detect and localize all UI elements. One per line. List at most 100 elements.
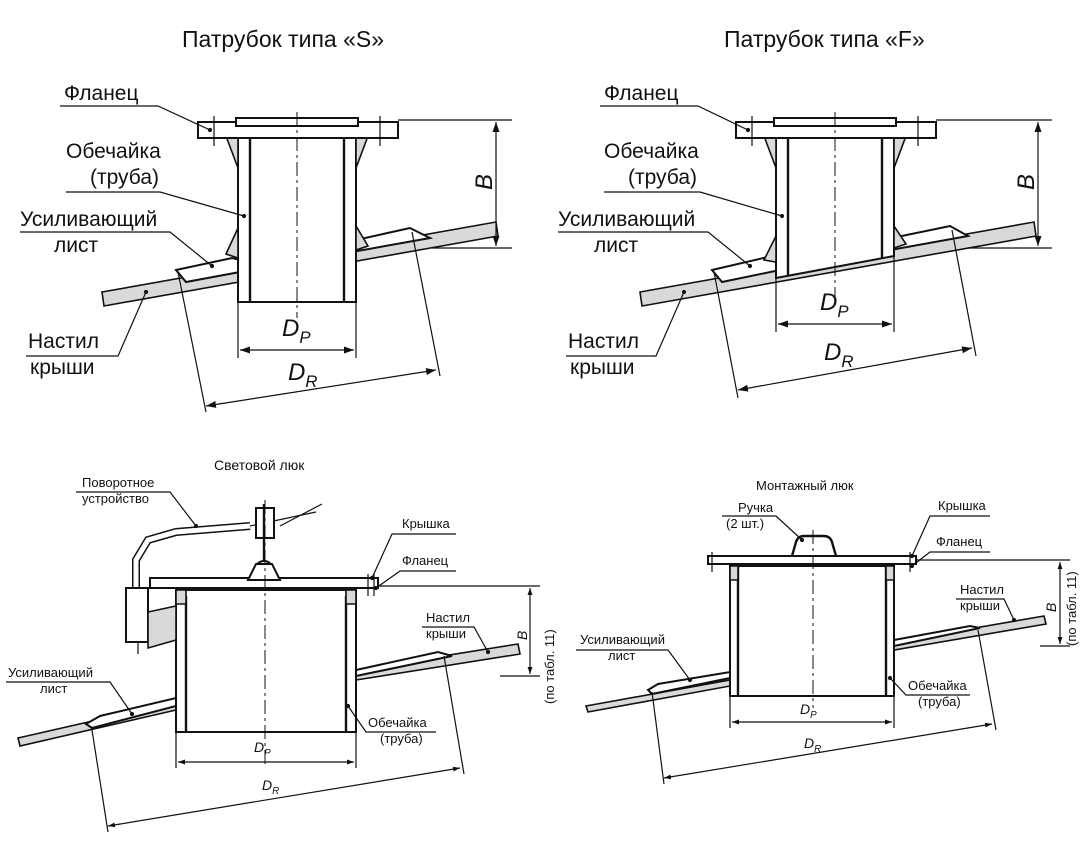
diagram-f-dim-dr: DR <box>713 229 977 399</box>
diagram-f-flange-label: Фланец <box>604 82 679 105</box>
light-hatch-callout-rotator: Поворотное устройство <box>76 475 199 529</box>
light-hatch-rotator <box>125 503 323 654</box>
diagram-mount-hatch: Монтажный люк B (по табл. 11) <box>576 478 1079 785</box>
diagram-f-dim-dr-label: D <box>824 339 841 366</box>
mount-hatch-callout-handle: Ручка (2 шт.) <box>722 500 805 543</box>
light-hatch-shell-label-2: (труба) <box>380 731 423 746</box>
light-hatch-cover-label: Крышка <box>402 516 451 531</box>
svg-text:DR: DR <box>262 777 279 797</box>
mount-hatch-title: Монтажный люк <box>756 478 854 493</box>
svg-text:DP: DP <box>800 701 817 721</box>
diagram-f-callout-shell: Обечайка (труба) <box>604 140 785 219</box>
mount-hatch-callout-flange: Фланец <box>909 534 990 569</box>
diagram-s-dim-b: B <box>398 119 512 249</box>
light-hatch-shell-label-1: Обечайка <box>368 715 427 730</box>
diagram-s-reinf-label-1: Усиливающий <box>20 208 157 231</box>
diagram-s-shell-label-1: Обечайка <box>66 140 161 163</box>
mount-hatch-dim-dp-sub: P <box>810 710 817 721</box>
light-hatch-roof-label-2: крыши <box>426 626 466 641</box>
diagram-f-shell-label-1: Обечайка <box>604 140 699 163</box>
mount-hatch-callout-cover: Крышка <box>909 498 990 559</box>
diagram-f-callout-flange: Фланец <box>600 82 751 133</box>
mount-hatch-dim-b: B (по табл. 11) <box>916 559 1079 647</box>
light-hatch-callout-cover: Крышка <box>369 516 456 581</box>
diagram-s: Патрубок типа «S» <box>20 26 512 413</box>
light-hatch-roof-label-1: Настил <box>426 610 470 625</box>
mount-hatch-dim-dr-label: D <box>804 735 814 751</box>
diagram-s-callout-reinf: Усиливающий лист <box>20 208 215 269</box>
light-hatch-dim-dr-sub: R <box>272 786 279 797</box>
diagram-f-dim-dp-label: D <box>820 289 837 316</box>
diagram-f-dim-b-label: B <box>1013 174 1040 190</box>
light-hatch-callout-roof: Настил крыши <box>422 610 491 655</box>
light-hatch-reinf-label-1: Усиливающий <box>8 665 93 680</box>
mount-hatch-shell-label-1: Обечайка <box>908 678 967 693</box>
light-hatch-dim-dr-label: D <box>262 777 272 793</box>
svg-text:DR: DR <box>824 339 853 371</box>
light-hatch-dim-dp-sub: P <box>264 748 271 759</box>
light-hatch-pipe <box>175 589 357 733</box>
mount-hatch-callout-reinf: Усиливающий лист <box>576 632 693 683</box>
diagram-f-dim-dp-sub: P <box>837 302 849 321</box>
light-hatch-title: Световой люк <box>214 457 305 473</box>
light-hatch-reinf-label-2: лист <box>40 681 67 696</box>
mount-hatch-roof-label-1: Настил <box>960 582 1004 597</box>
mount-hatch-shell-label-2: (труба) <box>918 694 961 709</box>
diagram-f-roof-label-2: крыши <box>570 356 635 379</box>
svg-text:DR: DR <box>804 735 821 755</box>
mount-hatch-dim-dr: DR <box>651 629 997 785</box>
light-hatch-callout-shell: Обечайка (труба) <box>345 703 436 746</box>
light-hatch-dim-dp: DP <box>175 732 357 768</box>
diagram-f-callout-reinf: Усиливающий лист <box>558 208 753 269</box>
svg-text:DP: DP <box>282 315 311 347</box>
light-hatch-dim-b-note: (по табл. 11) <box>542 629 557 704</box>
diagram-f-reinf-label-1: Усиливающий <box>558 208 695 231</box>
mount-hatch-dim-dr-sub: R <box>814 744 821 755</box>
light-hatch-rotator-label-1: Поворотное <box>82 475 154 490</box>
light-hatch-callout-reinf: Усиливающий лист <box>6 665 135 717</box>
diagram-s-dim-dr-label: D <box>288 359 305 386</box>
light-hatch-dim-dr: DR <box>91 655 465 833</box>
mount-hatch-dim-b-note: (по табл. 11) <box>1064 571 1079 646</box>
mount-hatch-handle-label-2: (2 шт.) <box>726 516 764 531</box>
light-hatch-callout-flange: Фланец <box>373 553 456 591</box>
mount-hatch-dim-b-label: B <box>1043 603 1059 612</box>
mount-hatch-reinf-label-2: лист <box>608 648 635 663</box>
diagram-s-dim-dp: DP <box>237 302 357 358</box>
svg-text:DR: DR <box>288 359 317 391</box>
diagram-s-reinf-label-2: лист <box>54 234 98 257</box>
diagram-f-title: Патрубок типа «F» <box>724 26 925 52</box>
mount-hatch-roof-label-2: крыши <box>960 598 1000 613</box>
mount-hatch-reinf-label-1: Усиливающий <box>580 632 665 647</box>
diagram-s-dim-dr-sub: R <box>305 372 317 391</box>
diagram-s-dim-dr: DR <box>177 231 441 413</box>
light-hatch-flange-label: Фланец <box>402 553 449 568</box>
diagram-f-dim-dr-sub: R <box>841 352 853 371</box>
diagram-f-dim-b: B <box>936 119 1052 249</box>
diagram-s-shell-label-2: (труба) <box>90 166 159 189</box>
light-hatch-dim-dp-label: D <box>254 739 264 755</box>
mount-hatch-handle-label-1: Ручка <box>738 500 774 515</box>
light-hatch-dim-b-label: B <box>514 631 530 640</box>
mount-hatch-pipe <box>729 565 895 697</box>
mount-hatch-dim-dp-label: D <box>800 701 810 717</box>
diagram-f-shell-label-2: (труба) <box>628 166 697 189</box>
diagram-s-roof-label-1: Настил <box>28 330 99 353</box>
diagram-f-dim-dp: DP <box>775 256 895 332</box>
mount-hatch-cover-label: Крышка <box>938 498 987 513</box>
diagram-s-dim-b-label: B <box>471 174 498 190</box>
diagram-f-reinf-label-2: лист <box>594 234 638 257</box>
diagram-s-callout-flange: Фланец <box>60 82 213 133</box>
diagram-s-callout-roof: Настил крыши <box>26 289 149 379</box>
diagram-f-roof-label-1: Настил <box>568 330 639 353</box>
mount-hatch-callout-roof: Настил крыши <box>956 582 1017 623</box>
light-hatch-rotator-label-2: устройство <box>82 491 149 506</box>
diagram-s-title: Патрубок типа «S» <box>182 26 384 52</box>
diagram-f: Патрубок типа «F» B <box>558 26 1052 399</box>
diagram-s-flange-label: Фланец <box>64 82 139 105</box>
diagram-s-roof-label-2: крыши <box>30 356 95 379</box>
mount-hatch-callout-shell: Обечайка (труба) <box>887 675 970 709</box>
diagram-light-hatch: Световой люк <box>6 457 557 833</box>
diagram-s-dim-dp-sub: P <box>299 328 311 347</box>
